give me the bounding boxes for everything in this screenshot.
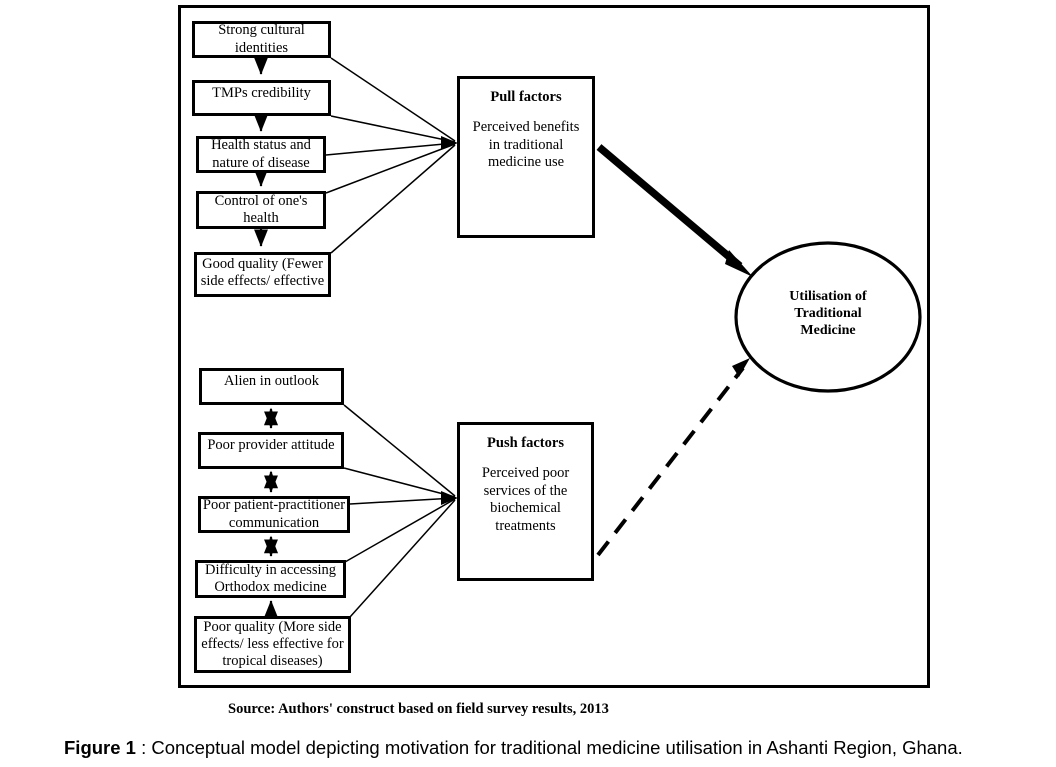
source-note: Source: Authors' construct based on fiel… [228, 701, 609, 718]
pull-factors-body: Perceived benefits in traditional medici… [472, 119, 580, 171]
source-note-text: Source: Authors' construct based on fiel… [228, 701, 609, 717]
push-factors-box[interactable]: Push factors Perceived poor services of … [457, 422, 594, 581]
pull-box-label: Strong cultural identities [218, 22, 305, 56]
push-fan-connectors [343, 404, 456, 618]
pull-box-label: Health status and nature of disease [211, 137, 311, 171]
push-to-outcome-arrow [596, 358, 750, 557]
push-box-label: Difficulty in accessing Orthodox medicin… [204, 561, 336, 595]
caption-figure-number: Figure 1 [64, 737, 136, 758]
push-box-label: Poor provider attitude [207, 437, 335, 453]
outcome-label-line2: Traditional [794, 306, 862, 322]
pull-converge-arrowhead [441, 136, 458, 150]
push-box-poor-communication[interactable]: Poor patient-practitioner communication [198, 496, 350, 533]
pull-box-tmps-credibility[interactable]: TMPs credibility [192, 80, 331, 116]
pull-box-strong-cultural-identities[interactable]: Strong cultural identities [192, 21, 331, 58]
pull-to-outcome-arrow [596, 144, 753, 277]
push-factors-title: Push factors [487, 435, 564, 451]
push-box-poor-quality[interactable]: Poor quality (More side effects/ less ef… [194, 616, 351, 673]
pull-box-label: TMPs credibility [212, 85, 311, 101]
figure-caption: Figure 1 : Conceptual model depicting mo… [64, 737, 963, 759]
outcome-label-line1: Utilisation of [789, 289, 867, 304]
pull-box-health-status[interactable]: Health status and nature of disease [196, 136, 326, 173]
push-box-label: Poor patient-practitioner communication [202, 497, 346, 531]
push-box-poor-provider-attitude[interactable]: Poor provider attitude [198, 432, 344, 469]
outcome-label: Utilisation of Traditional Medicine [758, 288, 898, 339]
push-box-difficulty-accessing[interactable]: Difficulty in accessing Orthodox medicin… [195, 560, 346, 598]
outcome-label-line3: Medicine [800, 323, 856, 339]
pull-factors-title: Pull factors [490, 89, 562, 105]
caption-text: : Conceptual model depicting motivation … [135, 737, 963, 758]
push-box-label: Alien in outlook [223, 373, 320, 389]
push-converge-arrowhead [441, 491, 458, 505]
pull-factors-box[interactable]: Pull factors Perceived benefits in tradi… [457, 76, 595, 238]
pull-box-label: Control of one's health [214, 192, 308, 226]
pull-box-good-quality[interactable]: Good quality (Fewer side effects/ effect… [194, 252, 331, 297]
pull-box-label: Good quality (Fewer side effects/ effect… [200, 256, 325, 290]
figure-outer-frame [178, 5, 930, 688]
pull-fan-connectors [325, 57, 456, 254]
push-box-alien-in-outlook[interactable]: Alien in outlook [199, 368, 344, 405]
push-factors-body: Perceived poor services of the biochemic… [481, 465, 570, 534]
pull-box-control-of-health[interactable]: Control of one's health [196, 191, 326, 229]
push-box-label: Poor quality (More side effects/ less ef… [201, 618, 344, 670]
outcome-ellipse [734, 241, 922, 393]
